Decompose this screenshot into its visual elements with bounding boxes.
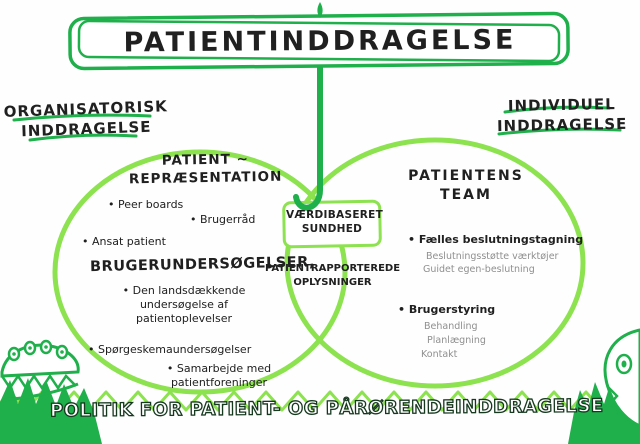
title-banner-shape [68, 11, 570, 71]
heading-line: VÆRDIBASERET [286, 209, 384, 221]
sub-item-planlaegning: Planlægning [427, 335, 486, 346]
heading-vaerdibaseret-sundhed: VÆRDIBASERET SUNDHED [286, 208, 384, 236]
list-item-faelles-beslutningstagning: Fælles beslutningstagning [408, 233, 583, 246]
list-item-brugerstyring: Brugerstyring [398, 303, 495, 316]
center-highlight-box [282, 199, 382, 249]
list-item-spoergeskema: Spørgeskemaundersøgelser [88, 343, 251, 356]
grass-left-tuft [0, 378, 102, 444]
label-organisatorisk-inddragelse: ORGANISATORISK INDDRAGELSE [3, 96, 168, 142]
label-line: INDIVIDUEL [507, 95, 616, 115]
list-item-brugerraad: Brugerråd [190, 213, 255, 226]
heading-line: PATIENTRAPPORTEREDE [264, 263, 401, 274]
crocodile-right-icon [603, 328, 640, 428]
umbrella-tip-icon [317, 2, 323, 18]
heading-patientrapporterede-oplysninger: PATIENTRAPPORTEREDE OPLYSNINGER [255, 262, 410, 290]
venn-right-circle [284, 137, 586, 389]
underline-left-label [12, 113, 152, 142]
label-line: INDDRAGELSE [496, 114, 628, 136]
list-item-landsdaekkende-undersoegelse: Den landsdækkende undersøgelse af patien… [108, 284, 260, 326]
umbrella-handle-icon [293, 27, 323, 211]
heading-patient-repraesentation: PATIENT ~ REPRÆSENTATION [118, 149, 294, 188]
crocodile-left-icon [0, 339, 80, 402]
sub-item-behandling: Behandling [424, 321, 478, 332]
grass-right-tuft [568, 376, 640, 444]
label-individuel-inddragelse: INDIVIDUEL INDDRAGELSE [492, 94, 633, 136]
grass-line [0, 390, 640, 412]
underline-right-label [497, 105, 622, 136]
heading-line: OPLYSNINGER [293, 277, 372, 288]
heading-patientens-team: PATIENTENS TEAM [400, 167, 532, 205]
list-item-samarbejde-patientforeninger: Samarbejde med patientforeninger [158, 362, 280, 390]
sub-item-beslutningsstoette: Beslutningsstøtte værktøjer [426, 251, 559, 262]
list-item-ansat-patient: Ansat patient [82, 235, 166, 248]
heading-line: TEAM [440, 187, 492, 203]
sub-item-guidet-egen-beslutning: Guidet egen-beslutning [423, 264, 535, 275]
sub-item-kontakt: Kontakt [421, 349, 458, 360]
heading-line: PATIENTENS [408, 168, 524, 184]
heading-line: SUNDHED [301, 223, 363, 235]
list-item-peer-boards: Peer boards [108, 198, 183, 211]
page-title: PATIENTINDDRAGELSE [123, 24, 517, 59]
heading-line: REPRÆSENTATION [128, 168, 283, 188]
